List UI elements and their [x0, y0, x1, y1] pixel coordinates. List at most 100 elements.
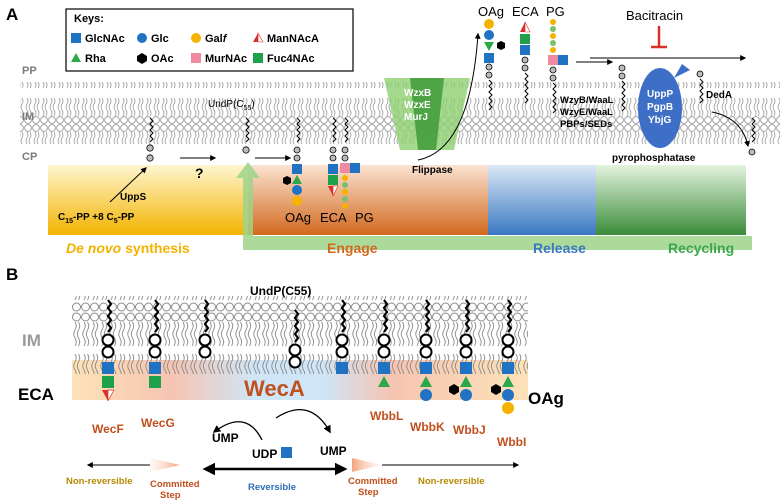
enzyme-wbbk: WbbK: [410, 420, 445, 434]
panel-a-label: A: [6, 5, 18, 24]
key-label: MurNAc: [205, 53, 247, 65]
weca-label: WecA: [244, 376, 305, 401]
key-symbol: [191, 33, 201, 43]
ump-release-arrow-right: [275, 409, 331, 434]
key-label: OAc: [151, 53, 174, 65]
flippase-protein: MurJ: [404, 112, 428, 123]
udp-label: UDP: [252, 447, 277, 461]
deda-label: DedA: [706, 90, 732, 101]
isoprenoid-tail: [506, 299, 513, 333]
ligase-labels: WzyB/WaaL WzyE/WaaL PBPs/SEDs: [560, 95, 614, 130]
sugar-circle: [420, 389, 432, 401]
undp-carrier: [377, 299, 391, 387]
phosphate: [459, 333, 473, 347]
key-item: Rha: [71, 53, 107, 65]
key-label: GlcNAc: [85, 33, 125, 45]
phosphate: [288, 355, 302, 369]
sugar-square: [336, 362, 348, 374]
phosphate: [459, 345, 473, 359]
sugar-square: [149, 362, 161, 374]
isoprenoid-tail: [382, 299, 389, 333]
undp-carrier: [288, 309, 302, 369]
pp-polymer-label: ECA: [512, 4, 539, 19]
isoprenoid-tail: [106, 299, 113, 333]
udp-glcnac: [281, 447, 292, 458]
cp-oag-chain: [283, 117, 302, 206]
key-symbol: [137, 53, 147, 64]
sugar-square: [420, 362, 432, 374]
nonrev-label-left: Non-reversible: [66, 476, 133, 487]
phosphate: [335, 345, 349, 359]
key-symbol: [253, 33, 258, 42]
committed-marker-left: [150, 458, 180, 472]
ump-label-left: UMP: [212, 431, 239, 445]
enzyme-wecg: WecG: [141, 416, 175, 430]
recycling-band: [596, 165, 746, 235]
key-symbol: [71, 53, 81, 62]
released-carrier: [618, 64, 626, 112]
undp-carrier: [101, 299, 115, 402]
pp-polymer-label: OAg: [478, 4, 504, 19]
key-item: Fuc4NAc: [253, 53, 315, 65]
ligase-label: WzyB/WaaL: [560, 95, 614, 106]
ligase-label: PBPs/SEDs: [560, 119, 612, 130]
sugar-half-triangle: [102, 390, 108, 401]
enzyme-wbbl: WbbL: [370, 409, 403, 423]
committed-marker-right: [352, 458, 382, 472]
key-label: Glc: [151, 33, 169, 45]
cp-pg-chain: [340, 117, 360, 209]
phosphate: [419, 333, 433, 347]
undp-carrier-engage: [242, 117, 250, 154]
undp-carrier: [148, 299, 162, 388]
question-mark: ?: [195, 165, 204, 181]
undp-carrier: [449, 299, 473, 401]
sugar-square: [502, 362, 514, 374]
flippase-label: Flippase: [412, 165, 453, 176]
phosphate: [148, 333, 162, 347]
sugar-square: [460, 362, 472, 374]
flippase-protein: WzxB: [404, 88, 431, 99]
key-label: Fuc4NAc: [267, 53, 315, 65]
committed-right-1: Committed: [348, 476, 398, 487]
cp-polymer-label: PG: [355, 210, 374, 225]
pp-pg-chain: [548, 19, 568, 114]
sugar-triangle: [420, 376, 432, 387]
pp-eca-chain: [520, 21, 531, 104]
sugar-triangle: [502, 376, 514, 387]
isoprenoid-tail: [293, 309, 300, 343]
phosphate: [101, 333, 115, 347]
sugar-triangle: [378, 376, 390, 387]
isoprenoid-tail: [153, 299, 160, 333]
release-band: [488, 165, 596, 235]
undp-carrier: [491, 299, 515, 414]
key-item: GlcNAc: [71, 33, 125, 45]
isoprenoid-tail: [203, 299, 210, 333]
sugar-square: [149, 376, 161, 388]
sugar-circle: [502, 402, 514, 414]
committed-left-1: Committed: [150, 479, 200, 490]
phosphate: [288, 343, 302, 357]
phosphate: [501, 345, 515, 359]
phosphate: [377, 333, 391, 347]
cp-polymer-label: OAg: [285, 210, 311, 225]
sugar-circle: [460, 389, 472, 401]
flippase-protein: WzxE: [404, 100, 431, 111]
recycling-arrow: [236, 162, 752, 250]
undp-label-a: UndP(C55): [208, 99, 255, 112]
key-item: Glc: [137, 33, 169, 45]
phosphatase-cap: [674, 64, 690, 78]
dedA-carrier: [696, 70, 704, 104]
key-item: OAc: [137, 53, 174, 65]
key-symbol: [137, 33, 147, 43]
phosphatase-name: UppP: [647, 89, 673, 100]
oac-hexagon: [491, 384, 501, 395]
flippase-core: [410, 78, 444, 150]
pyrophosphatase-label: pyrophosphatase: [612, 153, 696, 164]
carriers-b: [101, 299, 515, 414]
enzyme-wbbj: WbbJ: [453, 423, 486, 437]
enzyme-wecf: WecF: [92, 422, 124, 436]
key-label: Galf: [205, 33, 228, 45]
cp-eca-chain: [328, 117, 339, 197]
